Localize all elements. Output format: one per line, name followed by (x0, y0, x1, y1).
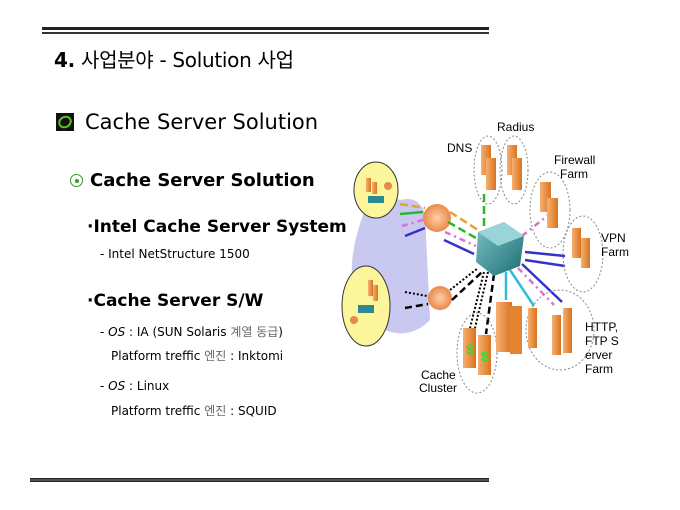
section-heading-text: Cache Server Solution (85, 110, 319, 134)
label-http-2: FTP S (585, 334, 619, 348)
top-rule-thin (42, 32, 489, 34)
section-heading: Cache Server Solution (55, 110, 319, 134)
label-cache-2: Cluster (419, 381, 457, 395)
svg-text:$: $ (466, 341, 474, 357)
router-bottom (428, 286, 452, 310)
item-sw-title: ·Cache Server S/W (87, 291, 264, 311)
network-diagram: $ $ Radius DNS Firewall Farm VPN Farm HT… (341, 120, 629, 395)
item-intel-detail: - Intel NetStructure 1500 (100, 247, 250, 261)
page-title: 4. 사업분야 - Solution 사업 (54, 44, 294, 73)
label-vpn-2: Farm (601, 245, 629, 259)
item-sw-os1: - OS : IA (SUN Solaris 계열 동급) (100, 325, 283, 339)
item-intel-title: ·Intel Cache Server System (87, 217, 347, 237)
label-http-4: Farm (585, 362, 613, 376)
circle-bullet-icon (70, 174, 83, 187)
item-sw-engine2: Platform treffic 엔진 : SQUID (111, 404, 277, 418)
router-top (423, 204, 451, 232)
subheading-text: Cache Server Solution (90, 170, 315, 191)
title-text: 사업분야 - Solution 사업 (80, 48, 294, 72)
label-firewall-1: Firewall (554, 153, 595, 167)
label-vpn-1: VPN (601, 231, 626, 245)
label-cache-1: Cache (421, 368, 456, 382)
label-http-1: HTTP, (585, 320, 618, 334)
item-sw-os2: - OS : Linux (100, 379, 170, 393)
label-radius: Radius (497, 120, 534, 134)
label-dns: DNS (447, 141, 472, 155)
title-number: 4. (54, 48, 75, 72)
item-sw-engine1: Platform treffic 엔진 : Inktomi (111, 349, 284, 363)
svg-text:$: $ (481, 348, 489, 364)
subheading: Cache Server Solution (70, 170, 315, 191)
top-rule (42, 27, 489, 30)
label-http-3: erver (585, 348, 612, 362)
label-firewall-2: Farm (560, 167, 588, 181)
green-square-bullet-icon (55, 113, 75, 131)
bottom-rule (30, 478, 489, 482)
